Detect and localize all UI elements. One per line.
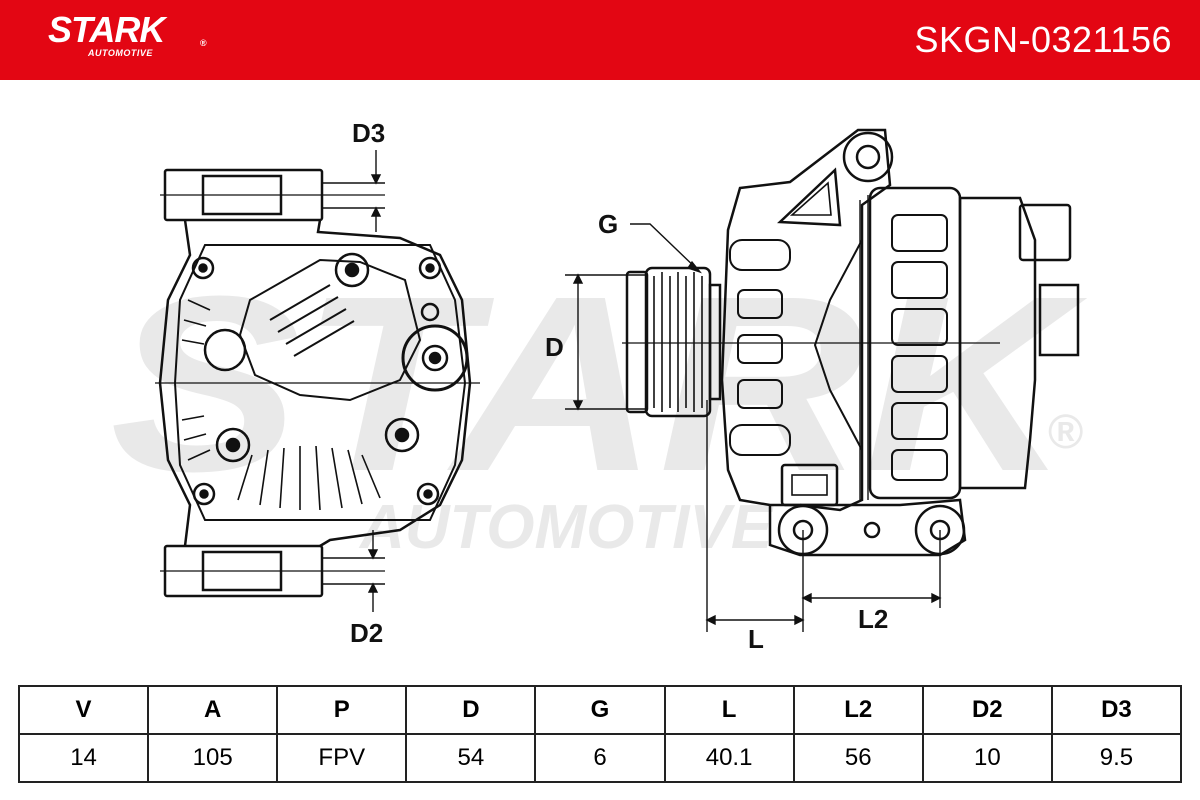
pulley-grooves	[653, 272, 703, 412]
cover-boss	[203, 328, 247, 372]
technical-drawing: STARK AUTOMOTIVE ®	[110, 118, 1088, 654]
spec-header-l: L	[663, 685, 795, 735]
spec-value-l2: 56	[792, 733, 924, 783]
specs-table: V A P D G L L2 D2 D3 14 105 FPV 54 6 40.…	[17, 685, 1183, 783]
screw-bottom-left	[192, 482, 216, 506]
screw-top-center	[334, 252, 370, 288]
screw-top-right	[418, 256, 442, 280]
stark-logo: STARK ® AUTOMOTIVE	[48, 9, 207, 59]
b-terminal-boss	[401, 324, 469, 392]
label-l: L	[748, 624, 764, 654]
spec-value-p: FPV	[276, 733, 408, 783]
alternator-side-view	[625, 128, 1080, 557]
screw-top-left	[191, 256, 215, 280]
terminal-nut	[420, 302, 440, 322]
spec-header-d: D	[405, 685, 537, 735]
dimension-l2	[801, 530, 942, 608]
pulley-hub	[708, 283, 722, 401]
b-terminal-stud	[421, 344, 449, 372]
specs-value-row: 14 105 FPV 54 6 40.1 56 10 9.5	[17, 733, 1183, 783]
label-l2: L2	[858, 604, 888, 634]
front-screws	[191, 252, 442, 506]
spec-value-v: 14	[17, 733, 150, 783]
bracket-vents	[729, 239, 791, 456]
dimension-d2	[322, 530, 385, 612]
logo-text: STARK	[48, 9, 165, 50]
spec-header-l2: L2	[792, 685, 924, 735]
lower-pocket	[780, 463, 839, 507]
alternator-front-view	[158, 168, 472, 598]
spec-value-a: 105	[147, 733, 279, 783]
screw-mid-left	[215, 427, 251, 463]
rear-cover	[238, 258, 422, 402]
housing	[173, 244, 467, 521]
spec-value-g: 6	[534, 733, 666, 783]
header-bar: STARK ® AUTOMOTIVE SKGN-0321156	[0, 0, 1200, 80]
spec-value-l: 40.1	[663, 733, 795, 783]
front-bracket	[720, 128, 892, 512]
cooling-fins	[181, 299, 381, 511]
dimension-d3	[322, 150, 385, 232]
logo-subtext: AUTOMOTIVE	[88, 48, 153, 58]
spec-header-v: V	[17, 685, 150, 735]
spec-value-d3: 9.5	[1050, 733, 1183, 783]
screw-bottom-right	[416, 482, 440, 506]
b-terminal-center	[428, 351, 442, 365]
specs-header-row: V A P D G L L2 D2 D3	[17, 685, 1183, 735]
spec-header-p: P	[276, 685, 408, 735]
label-d: D	[545, 332, 564, 362]
dimension-l	[705, 400, 805, 632]
cover-ribs	[269, 284, 355, 357]
screw-mid-right	[384, 417, 420, 453]
spec-value-d: 54	[405, 733, 537, 783]
lower-pin	[863, 521, 881, 539]
stator-edge	[813, 239, 863, 451]
top-lug	[842, 131, 894, 183]
label-d2: D2	[350, 618, 383, 648]
part-number: SKGN-0321156	[914, 19, 1172, 60]
spec-value-d2: 10	[921, 733, 1053, 783]
bracket-pocket	[777, 167, 842, 227]
b-terminal-side	[1038, 283, 1080, 357]
logo-registered-mark: ®	[200, 38, 207, 48]
spec-header-g: G	[534, 685, 666, 735]
top-lug-hole	[855, 144, 881, 170]
label-g: G	[598, 209, 618, 239]
stator-laminations	[859, 195, 869, 500]
spec-header-a: A	[147, 685, 279, 735]
watermark-sub: AUTOMOTIVE	[358, 493, 774, 562]
rear-vents	[891, 214, 948, 481]
watermark-reg: ®	[1048, 406, 1083, 459]
dimension-g	[630, 223, 703, 274]
dimension-d	[565, 273, 646, 411]
label-d3: D3	[352, 118, 385, 148]
spec-header-d3: D3	[1050, 685, 1183, 735]
connector-plug	[1018, 203, 1072, 262]
lower-bracket	[768, 498, 967, 557]
front-centerlines	[155, 194, 480, 572]
spec-header-d2: D2	[921, 685, 1053, 735]
